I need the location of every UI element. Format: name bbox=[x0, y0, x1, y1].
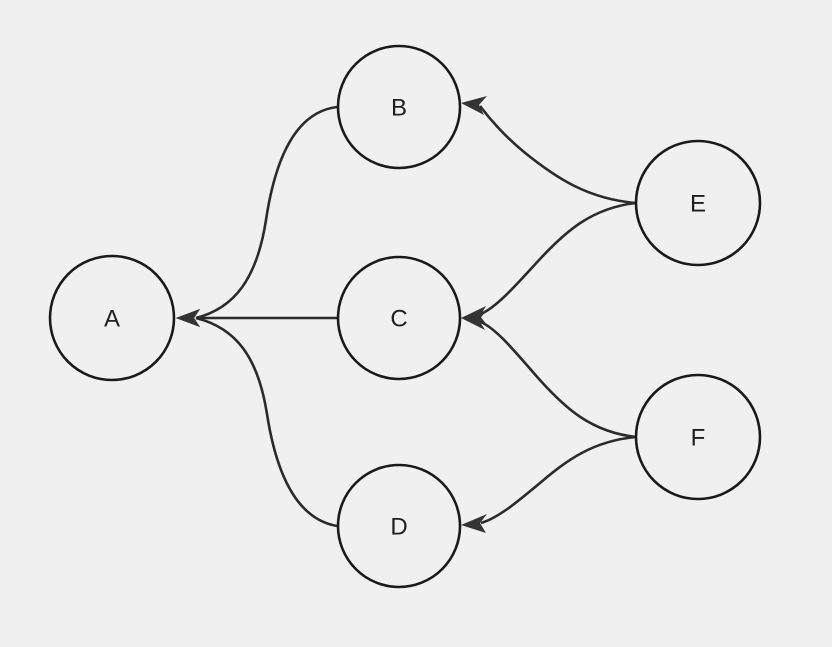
node-b[interactable]: B bbox=[336, 44, 462, 170]
edge-d-to-a-arrowhead bbox=[176, 309, 200, 327]
edge-e-to-c-path bbox=[480, 201, 637, 316]
edges-layer bbox=[176, 96, 637, 533]
node-a[interactable]: A bbox=[48, 254, 176, 382]
edge-e-to-b-path bbox=[478, 105, 637, 205]
edge-e-to-b[interactable] bbox=[461, 96, 637, 205]
node-d-circle[interactable] bbox=[336, 463, 462, 589]
node-a-circle[interactable] bbox=[48, 254, 176, 382]
edge-f-to-c[interactable] bbox=[461, 311, 637, 439]
node-f-circle[interactable] bbox=[634, 373, 762, 501]
nodes-layer: A B C D E F bbox=[48, 44, 762, 589]
edge-b-to-a[interactable] bbox=[176, 105, 338, 327]
edge-d-to-a-path bbox=[195, 316, 338, 528]
edge-f-to-d[interactable] bbox=[461, 435, 637, 533]
edge-d-to-a[interactable] bbox=[176, 309, 338, 528]
edge-f-to-d-path bbox=[480, 435, 637, 525]
node-c-circle[interactable] bbox=[336, 255, 462, 381]
edge-e-to-b-arrowhead bbox=[461, 96, 487, 115]
edge-f-to-c-path bbox=[480, 320, 637, 439]
edge-b-to-a-path bbox=[195, 105, 338, 320]
edge-f-to-d-arrowhead bbox=[461, 514, 487, 533]
node-e[interactable]: E bbox=[634, 139, 762, 267]
node-d[interactable]: D bbox=[336, 463, 462, 589]
node-e-circle[interactable] bbox=[634, 139, 762, 267]
node-f[interactable]: F bbox=[634, 373, 762, 501]
node-b-circle[interactable] bbox=[336, 44, 462, 170]
edge-f-to-c-arrowhead bbox=[461, 311, 486, 330]
edge-e-to-c[interactable] bbox=[461, 201, 637, 325]
node-c[interactable]: C bbox=[336, 255, 462, 381]
